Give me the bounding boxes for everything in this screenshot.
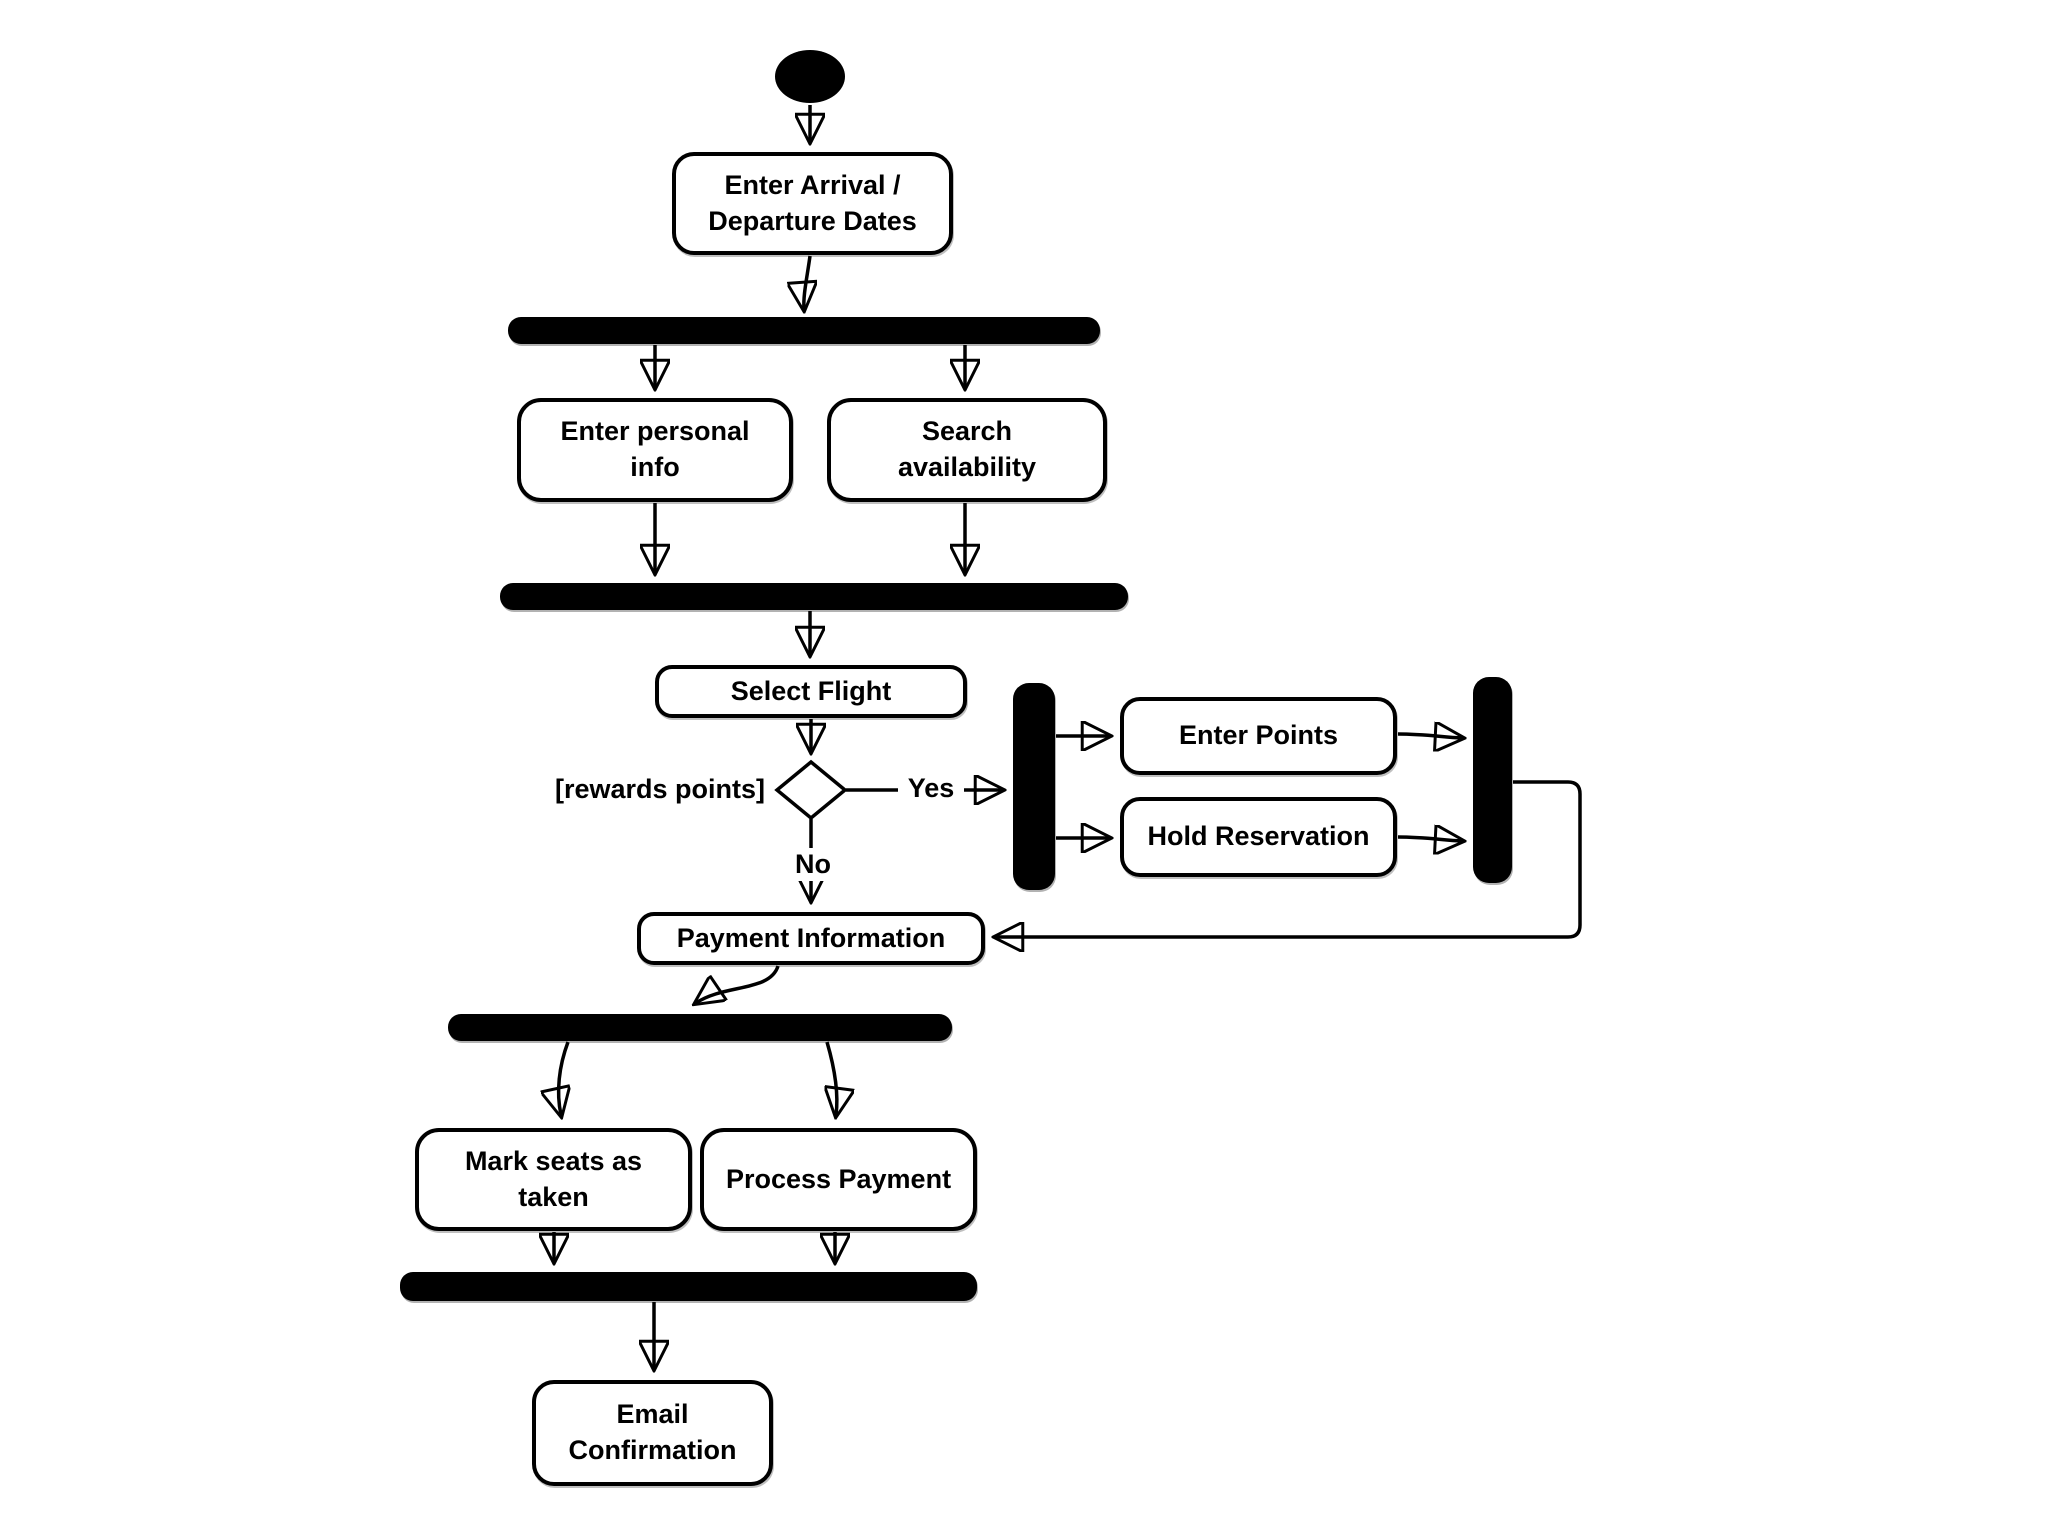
edge-hold-reservation-to-join2 [1397, 837, 1462, 841]
edge-enter-points-to-join2 [1397, 734, 1462, 738]
join-bar-rewards [1473, 677, 1512, 883]
guard-label-rewards-points: [rewards points] [554, 774, 765, 804]
activity-payment-information: Payment Information [637, 912, 985, 965]
activity-enter-dates: Enter Arrival / Departure Dates [672, 152, 953, 255]
label-yes: Yes [898, 772, 964, 805]
edge-join2-to-payment [996, 780, 1582, 937]
join-bar-1 [500, 583, 1128, 610]
initial-node [775, 50, 845, 103]
edge-fork3-to-mark-seats [559, 1041, 568, 1115]
activity-select-flight: Select Flight [655, 665, 967, 718]
activity-email-confirmation: Email Confirmation [532, 1380, 773, 1486]
activity-enter-personal-info: Enter personal info [517, 398, 793, 502]
activity-search-availability: Search availability [827, 398, 1107, 502]
label-no: No [783, 848, 843, 881]
edge-enter-dates-to-fork1 [804, 255, 810, 309]
join-bar-2 [400, 1272, 977, 1301]
edge-fork3-to-process-payment [827, 1041, 837, 1115]
activity-enter-points: Enter Points [1120, 697, 1397, 775]
activity-mark-seats: Mark seats as taken [415, 1128, 692, 1231]
activity-hold-reservation: Hold Reservation [1120, 797, 1397, 877]
fork-bar-2 [448, 1014, 952, 1041]
fork-bar-rewards [1013, 683, 1055, 890]
activity-process-payment: Process Payment [700, 1128, 977, 1231]
fork-bar-1 [508, 317, 1100, 344]
decision-diamond [774, 759, 848, 821]
edge-payment-to-fork3 [696, 965, 780, 1003]
